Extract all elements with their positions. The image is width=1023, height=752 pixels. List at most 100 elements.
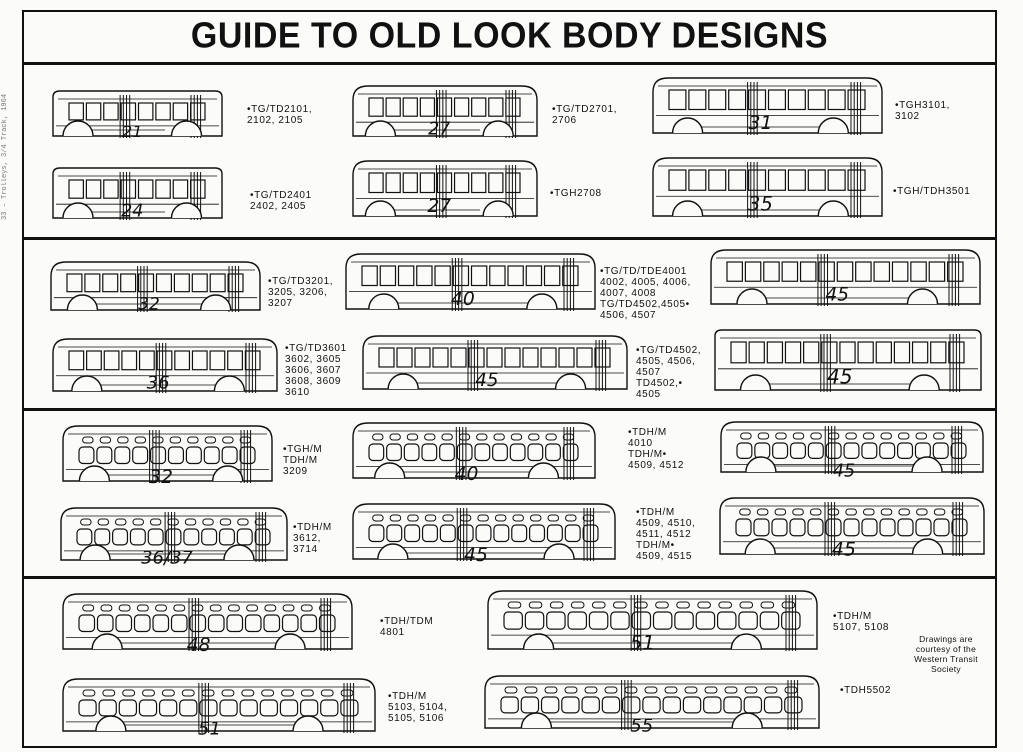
bus-length-number: 36 <box>147 372 170 393</box>
bus-window <box>207 614 225 633</box>
bus-window <box>76 528 93 546</box>
bus-window <box>129 528 146 546</box>
wheel-well <box>671 117 704 134</box>
bus-drawing-32a: 32 <box>48 256 263 324</box>
vent-window <box>880 432 892 440</box>
bus-window <box>436 97 453 117</box>
wheel-well <box>292 715 324 732</box>
bus-window <box>897 442 914 459</box>
bus-window <box>470 265 488 287</box>
vent-window <box>161 689 175 697</box>
vent-window <box>82 689 96 697</box>
bus-body <box>719 497 985 555</box>
bus-window <box>827 169 846 191</box>
wheel-well <box>274 633 306 650</box>
bus-window <box>94 528 111 546</box>
vent-window <box>704 686 718 694</box>
bus-window <box>576 347 593 368</box>
bus-window <box>581 696 600 714</box>
bus-outline-svg: 55 <box>484 675 820 737</box>
front-door <box>595 340 607 391</box>
bus-length-number: 21 <box>122 122 143 141</box>
page-frame <box>22 10 997 748</box>
vent-window <box>744 686 758 694</box>
vent-window <box>916 508 928 516</box>
bus-window <box>439 524 456 543</box>
bus-window <box>191 273 208 293</box>
front-door <box>785 595 797 651</box>
bus-window <box>520 696 540 714</box>
bus-window <box>133 614 151 633</box>
bus-outline-svg: 45 <box>362 335 628 391</box>
bus-length-number: 45 <box>464 545 488 566</box>
vent-window <box>613 601 627 609</box>
wheel-well <box>91 633 123 650</box>
bus-window <box>138 350 155 371</box>
bus-window <box>96 446 113 465</box>
vent-window <box>99 436 112 444</box>
bus-drawing-45b: 45 <box>360 330 630 403</box>
bus-outline-svg: 51 <box>62 678 376 740</box>
vent-window <box>697 601 711 609</box>
vent-window <box>584 686 598 694</box>
vent-window <box>774 508 787 516</box>
bus-window <box>771 518 788 537</box>
bus-window <box>404 524 421 543</box>
bus-drawing-21: 21 <box>50 85 225 150</box>
model-label-36: •TG/TD3601 3602, 3605 3606, 3607 3608, 3… <box>285 343 347 398</box>
bus-window <box>789 442 806 459</box>
bus-window <box>772 442 789 459</box>
vent-window <box>261 689 275 697</box>
bus-window <box>147 528 164 546</box>
bus-window <box>421 524 438 543</box>
bus-window <box>911 341 929 364</box>
bus-window <box>203 446 220 465</box>
bus-window <box>529 524 546 543</box>
vent-window <box>544 686 558 694</box>
model-label-35: •TGH/TDH3501 <box>893 186 971 197</box>
wheel-well <box>223 544 255 561</box>
bus-window <box>857 341 874 364</box>
wheel-well <box>745 456 777 473</box>
vent-window <box>494 514 507 522</box>
vent-window <box>739 601 754 609</box>
vent-window <box>389 514 402 522</box>
wheel-well <box>739 374 772 391</box>
vent-window <box>122 689 136 697</box>
vent-window <box>254 518 267 526</box>
bus-window <box>546 611 566 630</box>
bus-outline-svg: 36/37 <box>60 507 288 569</box>
bus-window <box>561 696 580 714</box>
bus-window <box>68 102 84 121</box>
wheel-well <box>62 120 94 137</box>
bus-window <box>138 699 158 717</box>
bus-drawing-40a: 40 <box>343 248 598 323</box>
bus-window <box>103 179 119 199</box>
bus-window <box>386 524 403 543</box>
bus-length-number: 40 <box>455 464 479 485</box>
vent-window <box>132 518 144 526</box>
bus-window <box>891 261 909 282</box>
bus-window <box>695 611 716 630</box>
bus-window <box>236 528 253 546</box>
model-label-40b: •TDH/M 4010 TDH/M• 4509, 4512 <box>628 427 685 471</box>
wheel-well <box>213 375 246 392</box>
model-label-32b: •TGH/M TDH/M 3209 <box>283 444 323 477</box>
bus-window <box>879 518 896 537</box>
bus-window <box>933 518 950 537</box>
bus-window <box>688 169 707 191</box>
vent-window <box>187 436 199 444</box>
bus-window <box>839 341 856 364</box>
bus-length-number: 27 <box>428 119 450 139</box>
bus-window <box>564 524 581 543</box>
front-door <box>583 508 595 561</box>
bus-window <box>320 699 339 717</box>
vent-window <box>442 514 454 522</box>
page-title: GUIDE TO OLD LOOK BODY DESIGNS <box>190 15 829 56</box>
wheel-well <box>377 543 409 560</box>
bus-outline-svg: 27 <box>352 85 538 139</box>
bus-length-number: 48 <box>187 635 211 656</box>
vent-window <box>951 508 964 516</box>
front-door <box>240 430 252 483</box>
bus-length-number: 32 <box>149 467 173 488</box>
